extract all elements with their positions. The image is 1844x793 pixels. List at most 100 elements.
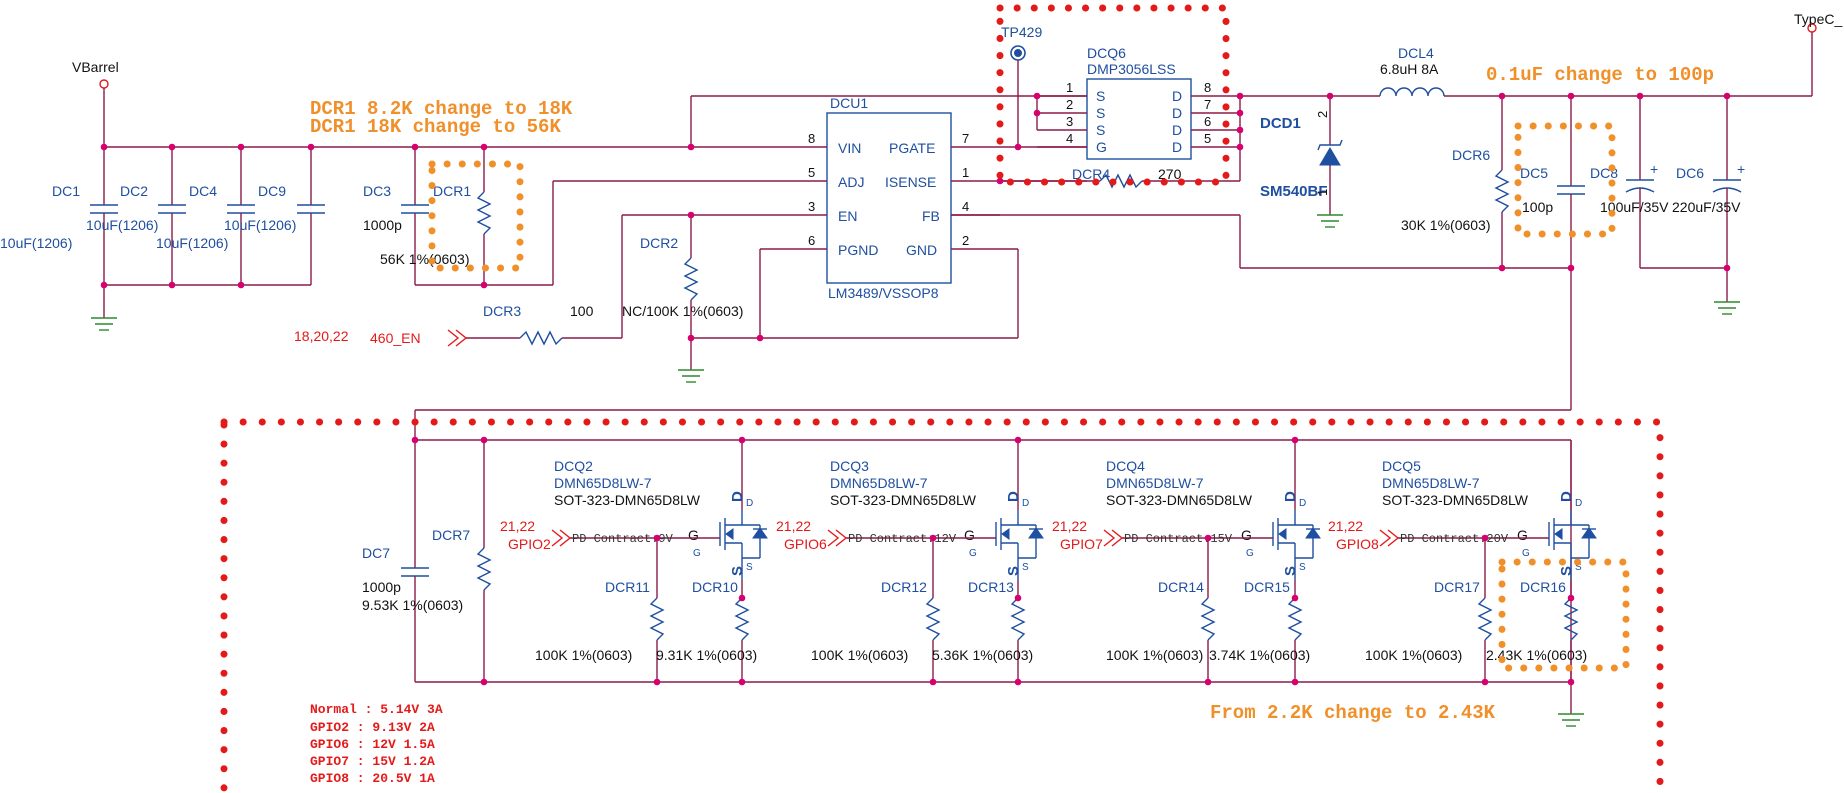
ic-pin-name: EN: [838, 208, 857, 224]
dc6-value: 220uF/35V: [1672, 199, 1741, 215]
ic-pin-num: 2: [962, 233, 969, 248]
fet-ref: DCQ2: [554, 458, 593, 474]
resistor-dcr2: DCR2 NC/100K 1%(0603): [622, 235, 743, 319]
fet-pin-s: S: [729, 566, 746, 576]
dc2-value: 10uF(1206): [86, 217, 158, 233]
fet-part: DMN65D8LW-7: [554, 475, 652, 491]
dcr6-ref: DCR6: [1452, 147, 1490, 163]
dcq6-pin-num: 8: [1204, 80, 1211, 95]
dc3-ref: DC3: [363, 183, 391, 199]
annotation-res-change: From 2.2K change to 2.43K: [1210, 702, 1496, 724]
dcq6-pin-name: G: [1096, 139, 1107, 155]
dcq6-pin-name: S: [1096, 88, 1105, 104]
mode-list: Normal : 5.14V 3A GPIO2 : 9.13V 2A GPIO6…: [310, 702, 443, 786]
mode-item: Normal : 5.14V 3A: [310, 702, 443, 717]
resistor-dcr7: DCR7 9.53K 1%(0603): [362, 440, 492, 682]
dcq6-pin-num: 7: [1204, 97, 1211, 112]
dc5-value: 100p: [1522, 199, 1553, 215]
dcr1-ref: DCR1: [433, 183, 471, 199]
dcq6-part: DMP3056LSS: [1087, 61, 1176, 77]
dcr10-value: 9.31K 1%(0603): [656, 647, 757, 663]
ic-ref: DCU1: [830, 95, 868, 111]
dcr1-value: 56K 1%(0603): [380, 251, 470, 267]
ic-pin-num: 6: [808, 233, 815, 248]
resistor-dcr4: DCR4 270: [1072, 166, 1182, 189]
mode-item: GPIO6 : 12V 1.5A: [310, 737, 435, 752]
dcd1-part: SM540BF: [1260, 183, 1328, 200]
ground-symbol: [678, 369, 704, 383]
fet-pin-g-small: G: [969, 548, 977, 559]
fet-pkg: SOT-323-DMN65D8LW: [1106, 492, 1253, 508]
fet-pin-s-small: S: [1299, 562, 1306, 573]
fet-pin-s: S: [1558, 566, 1575, 576]
fet-refs: 21,22: [1052, 518, 1087, 534]
dcq6-pin-num: 2: [1066, 97, 1073, 112]
ic-pin-name: PGATE: [889, 140, 935, 156]
dcd1-ref: DCD1: [1260, 115, 1301, 132]
dcl4-value: 6.8uH 8A: [1380, 61, 1439, 77]
dc6-ref: DC6: [1676, 165, 1704, 181]
dc9-value: 10uF(1206): [224, 217, 296, 233]
dc1-ref: DC1: [52, 183, 80, 199]
fet-contract: PD Contract:15V: [1124, 532, 1233, 546]
fet-dcq4: DCQ4 DMN65D8LW-7 SOT-323-DMN65D8LW D S D…: [1052, 440, 1321, 682]
dcq6-pin-name: D: [1172, 122, 1182, 138]
fet-gpio: GPIO7: [1060, 536, 1103, 552]
cap-plus: +: [1737, 161, 1745, 177]
highlight-box-pmos: [996, 4, 1230, 186]
fet-pin-g: G: [1241, 527, 1252, 543]
mode-item: GPIO7 : 15V 1.2A: [310, 754, 435, 769]
dcq6-pin-num: 1: [1066, 80, 1073, 95]
fet-ref: DCQ5: [1382, 458, 1421, 474]
dc3-value: 1000p: [363, 217, 402, 233]
ground-symbol: [1558, 713, 1584, 727]
dcr17-value: 100K 1%(0603): [1365, 647, 1462, 663]
fet-refs: 21,22: [500, 518, 535, 534]
cap-dc2: DC2 10uF(1206): [86, 147, 186, 285]
dc5-ref: DC5: [1520, 165, 1548, 181]
highlight-box-feedback: [220, 418, 1664, 793]
fet-pin-d-small: D: [746, 498, 753, 509]
test-point: TP429: [1001, 24, 1042, 147]
fet-pin-d: D: [729, 491, 746, 502]
mode-item: GPIO2 : 9.13V 2A: [310, 720, 435, 735]
fet-refs: 21,22: [776, 518, 811, 534]
resistor-dcr3: DCR3 100: [483, 303, 594, 346]
dcq6-pin-num: 3: [1066, 114, 1073, 129]
fet-pin-d-small: D: [1022, 498, 1029, 509]
ground-symbol: [91, 317, 117, 331]
dcr16-ref: DCR16: [1520, 579, 1566, 595]
dcr14-value: 100K 1%(0603): [1106, 647, 1203, 663]
fet-ref: DCQ4: [1106, 458, 1145, 474]
dc9-ref: DC9: [258, 183, 286, 199]
fet-dcq2: DCQ2 DMN65D8LW-7 SOT-323-DMN65D8LW D S D…: [500, 440, 768, 682]
typec-label: TypeC_: [1794, 11, 1842, 27]
pmos-dcq6: DCQ6 DMP3056LSS 1 2 3 4 S S S G 8 7 6 5 …: [1036, 45, 1241, 181]
fet-pin-s: S: [1005, 566, 1022, 576]
dcd1-pin: 1: [1315, 189, 1330, 196]
dcd1-pin: 2: [1315, 111, 1330, 118]
fet-pkg: SOT-323-DMN65D8LW: [554, 492, 701, 508]
dcr16-value: 2.43K 1%(0603): [1486, 647, 1587, 663]
cap-dc3: DC3 1000p: [363, 183, 429, 285]
tp-label: TP429: [1001, 24, 1042, 40]
dc4-ref: DC4: [189, 183, 217, 199]
fet-gpio: GPIO2: [508, 536, 551, 552]
fet-dcq5: DCQ5 DMN65D8LW-7 SOT-323-DMN65D8LW D S D…: [1328, 440, 1597, 682]
ic-pin-name: FB: [922, 208, 940, 224]
dcr10-ref: DCR10: [692, 579, 738, 595]
dcr2-value: NC/100K 1%(0603): [622, 303, 743, 319]
dc4-value: 10uF(1206): [156, 235, 228, 251]
fet-pin-s-small: S: [1575, 562, 1582, 573]
fet-pin-d-small: D: [1575, 498, 1582, 509]
resistor-dcr6: DCR6 30K 1%(0603): [1401, 147, 1510, 233]
dcr3-ref: DCR3: [483, 303, 521, 319]
fet-contract: PD Contract:20V: [1400, 532, 1509, 546]
ic-pin-name: ISENSE: [885, 174, 936, 190]
cap-plus: +: [1650, 161, 1658, 177]
controller-ic: DCU1 LM3489/VSSOP8 8 5 3 6 VIN ADJ EN PG…: [808, 95, 1018, 301]
fet-pin-g: G: [964, 527, 975, 543]
ic-pin-name: GND: [906, 242, 937, 258]
fet-refs: 21,22: [1328, 518, 1363, 534]
junction-dots: [100, 92, 1731, 686]
